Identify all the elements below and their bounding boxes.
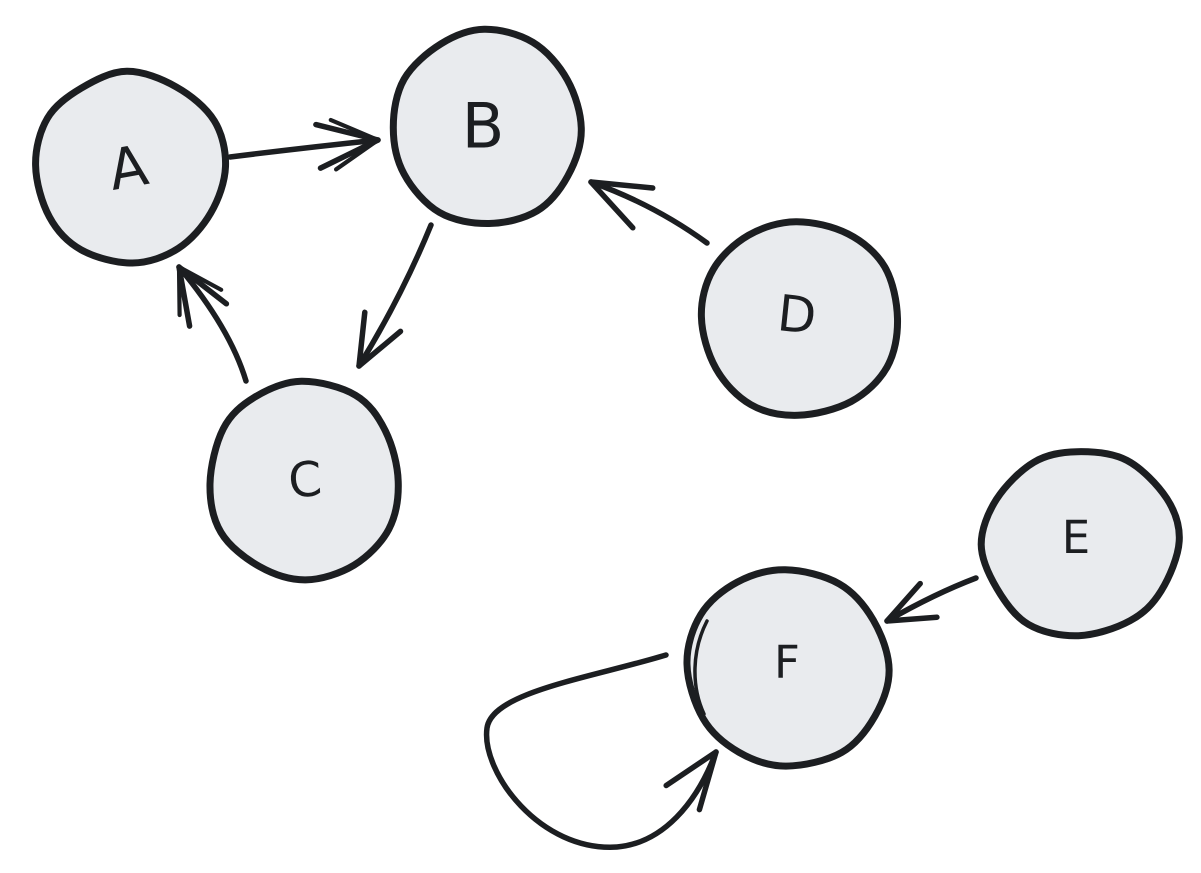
edge-line-d-b	[588, 179, 710, 246]
node-accent-f	[693, 619, 709, 716]
node-e: E	[977, 448, 1183, 640]
edge-f-f	[483, 652, 719, 850]
node-label-e: E	[1062, 511, 1090, 564]
arrowhead-b-c	[356, 309, 404, 369]
node-label-d: D	[775, 284, 819, 346]
edge-line-b-c	[356, 222, 434, 369]
edge-e-f	[884, 575, 979, 624]
arrowhead-sketch-c-a	[176, 264, 224, 318]
arrowhead-f-f	[663, 749, 719, 813]
node-shape-b	[389, 25, 585, 228]
edge-a-b	[227, 117, 381, 172]
node-label-f: F	[774, 636, 800, 689]
arrowhead-sketch-a-b	[328, 117, 381, 172]
node-label-b: B	[462, 89, 505, 162]
node-shape-f	[683, 566, 893, 770]
node-shape-c	[206, 377, 402, 584]
edge-b-c	[356, 222, 434, 369]
edge-d-b	[588, 179, 710, 246]
node-b: B	[389, 25, 585, 228]
edge-line-a-b	[227, 137, 381, 160]
node-shape-d	[697, 218, 902, 419]
node-c: C	[206, 377, 402, 584]
edge-line-e-f	[884, 575, 979, 624]
edge-line-f-f	[483, 652, 719, 850]
arrowhead-d-b	[588, 179, 656, 231]
edge-line-c-a	[176, 264, 249, 384]
node-label-c: C	[286, 451, 323, 509]
node-f: F	[683, 566, 893, 770]
arrowhead-e-f	[884, 580, 940, 624]
node-shape-e	[977, 448, 1183, 640]
node-d: D	[697, 218, 902, 419]
node-a: A	[32, 67, 230, 267]
edge-c-a	[176, 264, 249, 384]
node-shape-a	[32, 67, 230, 267]
